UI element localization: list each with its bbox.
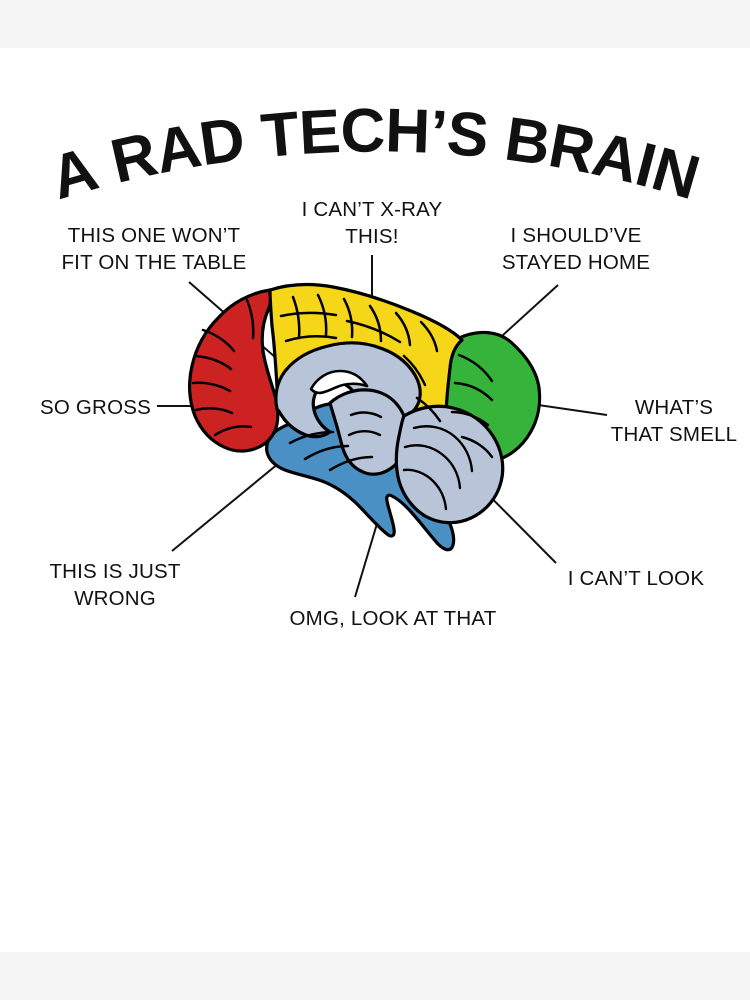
callout-omg-look-at-that: OMG, LOOK AT THAT <box>289 607 497 630</box>
brain-cerebellum-fold-1 <box>412 425 474 473</box>
page-title-letter: C <box>340 96 386 166</box>
callout-whats-that-smell: WHAT’S THAT SMELL <box>610 396 738 447</box>
brain-region-corpus-callosum-gray <box>274 341 422 439</box>
leader-line-i-cant-look <box>436 442 557 564</box>
page-title-letter: H <box>384 96 432 167</box>
leader-line-this-is-just-wrong <box>171 453 291 552</box>
leader-line-omg-look-at-that <box>354 486 389 598</box>
callout-this-is-just-wrong: THIS IS JUST WRONG <box>49 560 181 611</box>
brain-region-cerebellum-gray <box>394 404 505 525</box>
leader-lines <box>157 255 608 598</box>
callout-i-shouldve-stayed-home: I SHOULD’VE STAYED HOME <box>501 224 651 275</box>
brain-region-parietal-lobe-yellow <box>268 283 464 446</box>
brain-region-thalamus-gray <box>328 388 410 476</box>
brain-sulci <box>191 293 494 472</box>
callout-i-cant-look: I CAN’T LOOK <box>567 567 705 590</box>
callout-i-cant-xray-this: I CAN’T X-RAY THIS! <box>301 198 443 249</box>
page-title-letter: T <box>258 99 303 172</box>
brain-illustration <box>188 283 542 552</box>
page-title-letter: E <box>297 96 343 168</box>
leader-line-i-shouldve-stayed-home <box>491 284 559 346</box>
leader-line-whats-that-smell <box>489 397 608 416</box>
page-title-letter: S <box>444 98 492 172</box>
brain-cerebellum-fold-3 <box>402 468 448 511</box>
brain-inner-fold-1 <box>309 369 369 395</box>
brain-cerebellum-fold-2 <box>403 444 462 490</box>
brain-region-temporal-lobe-blue <box>265 401 456 552</box>
brain-region-occipital-lobe-green <box>444 330 542 464</box>
leader-line-this-one-wont-fit <box>188 281 284 365</box>
callout-so-gross: SO GROSS <box>40 396 151 419</box>
poster-bottom-band <box>0 952 750 1000</box>
poster-top-band <box>0 0 750 48</box>
callout-this-one-wont-fit: THIS ONE WON’T FIT ON THE TABLE <box>61 224 247 275</box>
brain-region-frontal-lobe-red <box>188 288 280 453</box>
